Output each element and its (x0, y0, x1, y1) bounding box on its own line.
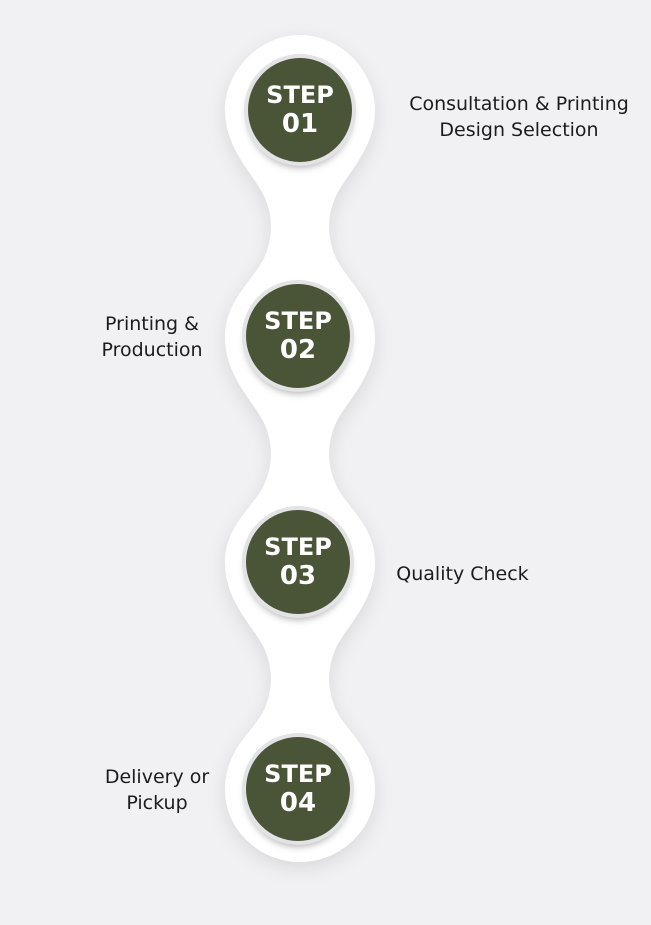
track-shape (225, 35, 375, 862)
step-4-word: STEP (264, 760, 332, 788)
step-3-number: 03 (279, 561, 317, 591)
step-4-label-line-2: Pickup (126, 792, 188, 814)
step-4-badge: STEP 04 (246, 737, 350, 841)
step-1-label: Consultation & Printing Design Selection (388, 91, 650, 143)
step-3-badge: STEP 03 (246, 510, 350, 614)
step-3-word: STEP (264, 533, 332, 561)
step-2-badge: STEP 02 (246, 284, 350, 388)
step-1-number: 01 (281, 109, 319, 139)
step-1-label-line-1: Consultation & Printing (409, 93, 629, 115)
step-2-number: 02 (279, 335, 317, 365)
step-2-label-line-2: Production (101, 339, 203, 361)
step-2-word: STEP (264, 307, 332, 335)
step-1-word: STEP (266, 81, 334, 109)
step-4-label: Delivery or Pickup (90, 764, 224, 816)
step-4-label-line-1: Delivery or (104, 766, 210, 788)
step-2-label-line-1: Printing & (105, 313, 199, 335)
step-1-badge: STEP 01 (248, 58, 352, 162)
step-1-label-line-2: Design Selection (439, 119, 599, 141)
step-3-label-line-1: Quality Check (396, 563, 529, 585)
step-4-number: 04 (279, 788, 317, 818)
step-2-label: Printing & Production (82, 311, 222, 363)
step-3-label: Quality Check (380, 561, 545, 587)
